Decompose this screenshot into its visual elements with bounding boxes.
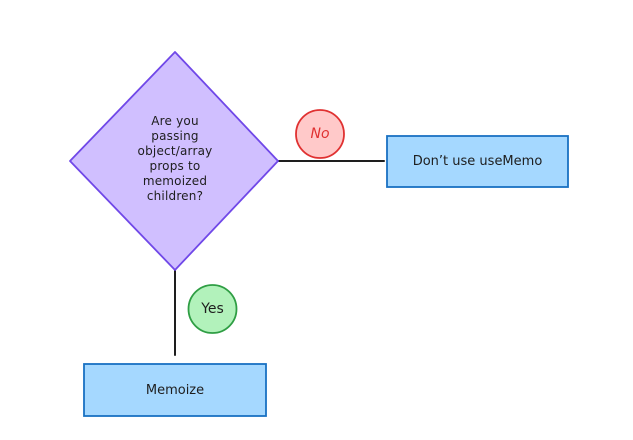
decision-question-text: Are you passing object/array props to me… [137,114,213,203]
dont-use-usememo-box [386,135,569,188]
dont-use-usememo-label: Don’t use useMemo [412,154,543,169]
no-label: No [310,126,330,142]
yes-label: Yes [201,301,224,317]
no-badge [295,109,345,159]
yes-badge [187,284,238,334]
memoize-box [83,363,267,417]
memoize-label: Memoize [145,382,205,398]
decision-diamond [69,51,279,271]
